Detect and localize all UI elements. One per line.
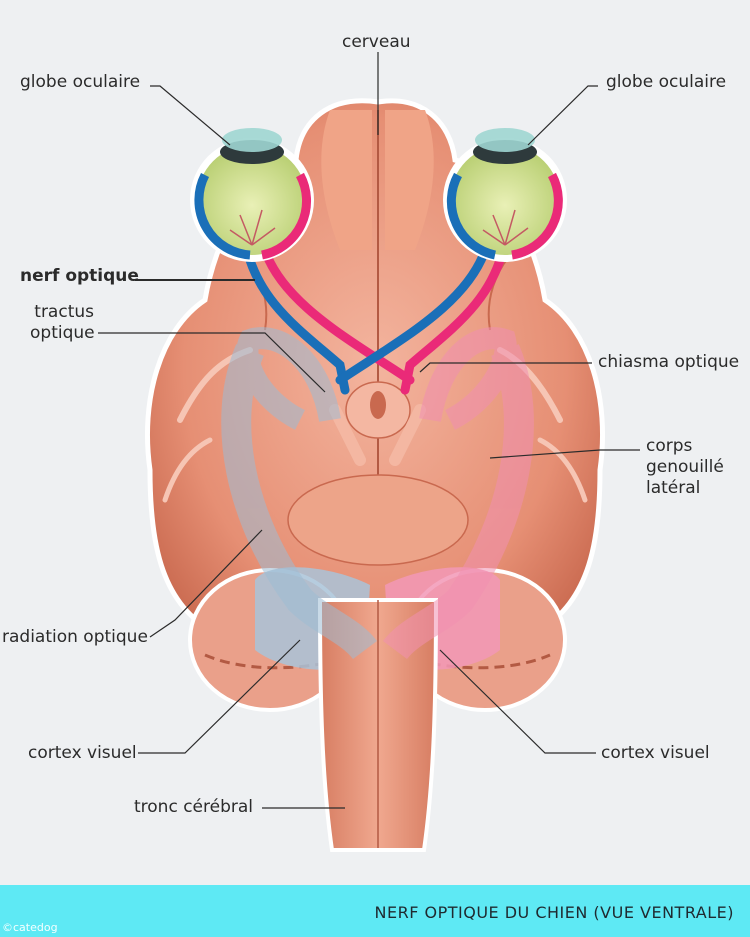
- label-radiation-optique: radiation optique: [2, 627, 148, 647]
- pons: [287, 474, 469, 566]
- left-eyeball: [190, 128, 314, 262]
- label-tractus-optique: tractus optique: [30, 302, 95, 343]
- footer-title: NERF OPTIQUE DU CHIEN (VUE VENTRALE): [374, 903, 734, 922]
- label-cortex-visuel-left: cortex visuel: [28, 743, 137, 763]
- label-cerveau: cerveau: [342, 32, 411, 52]
- optic-radiation-right: [383, 327, 534, 660]
- dog-brain-diagram: [98, 52, 640, 852]
- footer-band: NERF OPTIQUE DU CHIEN (VUE VENTRALE): [0, 885, 750, 937]
- optic-radiation-left: [221, 327, 377, 660]
- label-tronc-cerebral: tronc cérébral: [134, 797, 254, 817]
- label-chiasma-optique: chiasma optique: [598, 352, 740, 372]
- label-globe-oculaire-right: globe oculaire: [606, 72, 727, 92]
- label-corps-genouille-lateral: corps genouillé latéral: [646, 436, 724, 498]
- label-globe-oculaire-left: globe oculaire: [20, 72, 141, 92]
- right-eyeball: [443, 128, 567, 262]
- label-nerf-optique: nerf optique: [20, 266, 139, 286]
- leader-lines: [98, 52, 640, 809]
- copyright-credit: ©catedog: [2, 921, 58, 934]
- label-cortex-visuel-right: cortex visuel: [601, 743, 710, 763]
